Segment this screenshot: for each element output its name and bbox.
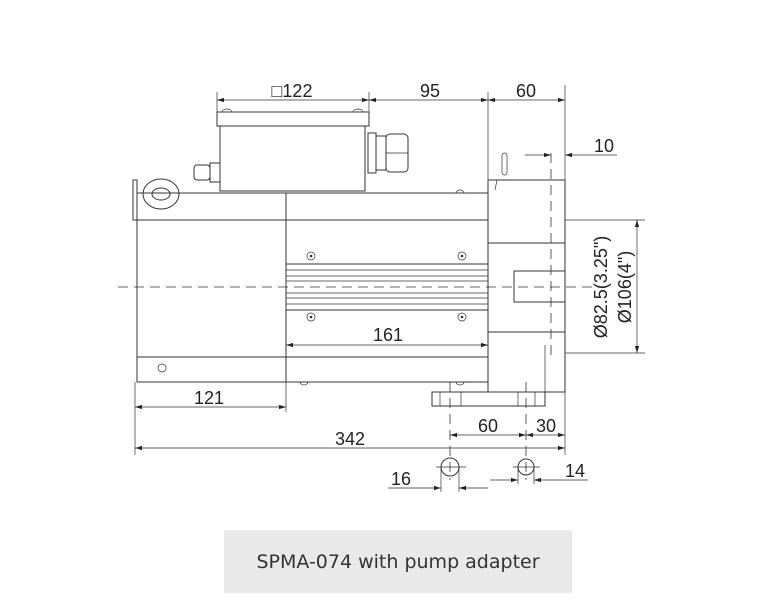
dim-161: 161 [373,325,403,345]
dim-10: 10 [594,136,614,156]
mounting-foot [431,382,546,480]
screws [306,251,467,322]
small-gland [193,162,221,183]
foot-holes [436,457,540,492]
dim-60-bottom: 60 [478,416,498,436]
motor-body [132,179,489,386]
pump-adapter [487,152,566,393]
caption: SPMA-074 with pump adapter [224,530,572,593]
terminal-box [216,108,370,192]
dim-dia-inner: Ø82.5(3.25") [591,236,611,338]
dim-30: 30 [536,416,556,436]
dim-box-size: □122 [272,81,313,101]
dim-dia-outer: Ø106(4") [615,251,635,323]
dim-95: 95 [420,81,440,101]
dim-342: 342 [335,429,365,449]
dimension-lines [135,97,640,491]
dim-121: 121 [194,388,224,408]
dim-14: 14 [565,461,585,481]
dim-60-top: 60 [516,81,536,101]
cable-gland [367,132,409,174]
eye-bolt [142,178,180,210]
dim-16: 16 [391,469,411,489]
